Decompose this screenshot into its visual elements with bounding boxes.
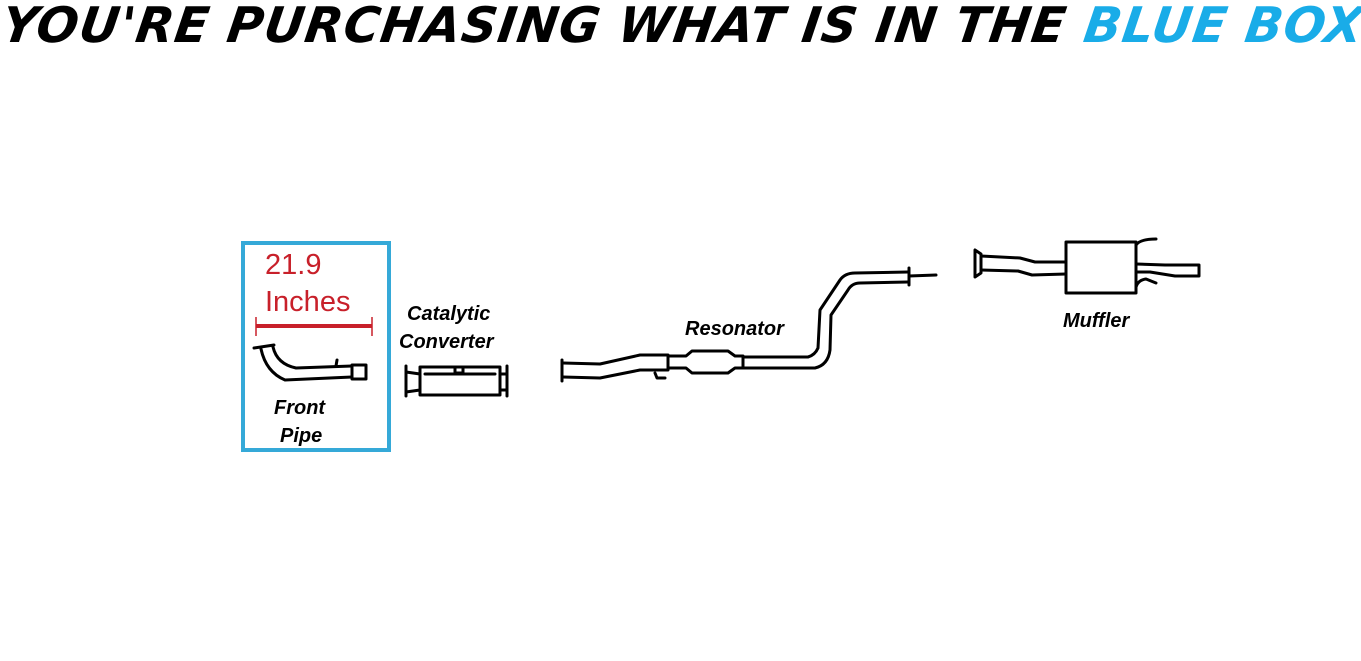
front-pipe-label-line2: Pipe	[280, 425, 322, 447]
measurement-line	[255, 317, 373, 336]
resonator-label: Resonator	[685, 318, 785, 340]
front-pipe-label-line1: Front	[274, 397, 326, 419]
catalytic-converter-label-line2: Converter	[399, 331, 495, 353]
selection-box	[241, 241, 391, 452]
measurement-value: 21.9	[265, 249, 321, 281]
muffler-label: Muffler	[1063, 310, 1131, 332]
catalytic-converter-label-line1: Catalytic	[407, 303, 490, 325]
muffler-drawing	[973, 237, 1201, 295]
catalytic-converter-drawing	[404, 364, 509, 398]
front-pipe-drawing	[252, 343, 368, 382]
resonator-drawing	[560, 266, 938, 383]
measurement-unit: Inches	[265, 286, 350, 318]
